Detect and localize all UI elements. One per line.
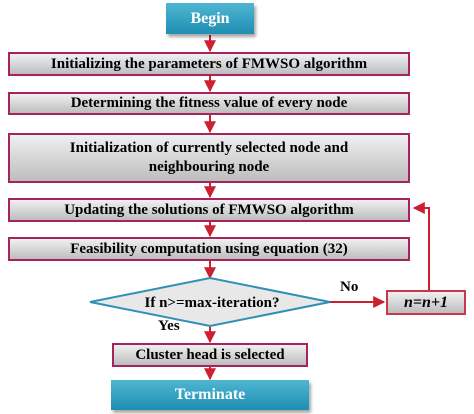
step-determine-fitness-label: Determining the fitness value of every n… [70,95,348,111]
step-feasibility: Feasibility computation using equation (… [8,237,410,261]
step-determine-fitness: Determining the fitness value of every n… [8,92,410,115]
step-initialize-nodes: Initialization of currently selected nod… [8,133,410,183]
step-update-solutions: Updating the solutions of FMWSO algorith… [8,198,410,222]
no-label: No [340,279,359,295]
step-initialize-parameters: Initializing the parameters of FMWSO alg… [8,52,410,76]
arrow-loop-back [412,202,430,290]
step-feasibility-label: Feasibility computation using equation (… [70,240,348,257]
decision-label: If n>=max-iteration? [144,294,280,311]
increment-box: n=n+1 [386,290,466,315]
step-cluster-head: Cluster head is selected [112,343,308,367]
begin-label: Begin [190,9,230,27]
terminate-terminal: Terminate [111,380,309,410]
step-update-solutions-label: Updating the solutions of FMWSO algorith… [64,201,354,218]
step-cluster-head-label: Cluster head is selected [135,346,285,363]
step-initialize-nodes-label: Initialization of currently selected nod… [69,140,349,175]
increment-label: n=n+1 [403,294,449,311]
terminate-label: Terminate [174,386,246,403]
step-initialize-parameters-label: Initializing the parameters of FMWSO alg… [50,55,368,72]
yes-label: Yes [158,318,180,334]
begin-terminal: Begin [166,3,254,34]
